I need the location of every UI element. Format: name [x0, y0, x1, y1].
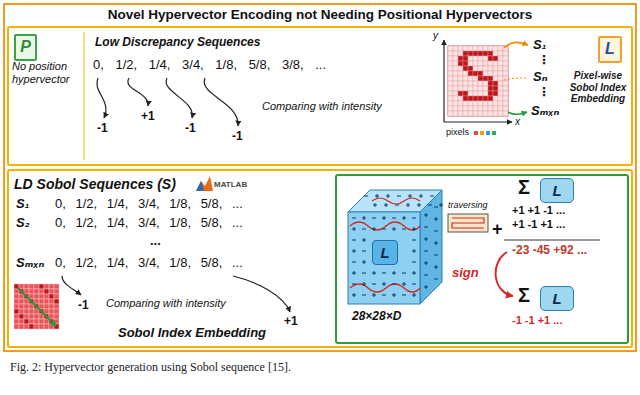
- axes: [444, 40, 512, 122]
- sequence-name: Sₘₓₙ: [531, 104, 559, 119]
- ellipsis-mark: ⋮: [538, 54, 550, 68]
- axis-label: y: [433, 30, 438, 42]
- section-heading: LD Sobol Sequences (S): [14, 176, 176, 192]
- pixel-grid: [448, 46, 508, 116]
- operation-note: Comparing with intensity: [262, 100, 382, 113]
- box-text: L: [605, 40, 615, 58]
- mapping-arrows: [97, 78, 238, 126]
- encoding-panel: [336, 175, 628, 343]
- traversing-icon: [448, 214, 488, 232]
- matlab-logo: [196, 176, 213, 191]
- sequence-values: 0, 1/2, 1/4, 3/4, 1/8, 5/8, ...: [55, 256, 243, 271]
- separator: [84, 32, 85, 160]
- traversal-arrow: [508, 112, 527, 114]
- sequence-values: 0, 1/2, 1/4, 3/4, 1/8, 5/8, ...: [55, 197, 243, 212]
- box-text: L: [552, 182, 561, 199]
- operation-note: Comparing with intensity: [106, 297, 226, 310]
- box-text: P: [20, 38, 31, 56]
- bit-value: +1: [141, 110, 155, 124]
- vector-values: -1 -1 +1 ...: [512, 314, 562, 327]
- mapping-arrows: [62, 276, 290, 312]
- bit-value: +1: [284, 315, 298, 329]
- traversal-arrow: [18, 288, 56, 326]
- hypervector-cube: [348, 190, 443, 304]
- sum-box: L: [540, 286, 574, 311]
- bit-value: -1: [78, 299, 89, 313]
- axis-label: x: [515, 116, 520, 128]
- plus-symbol: +: [492, 219, 503, 240]
- sequence-name: S₁: [16, 197, 29, 212]
- sum-box: L: [540, 178, 574, 203]
- vector-values: +1 +1 -1 ...: [512, 204, 565, 217]
- figure-caption: Fig. 2: Hypervector generation using Sob…: [10, 360, 291, 374]
- sign-arrow: [496, 252, 513, 296]
- sum-line: [504, 239, 600, 240]
- axis-caption: pixels: [446, 127, 469, 137]
- sequence-values: 0, 1/2, 1/4, 3/4, 1/8, 5/8, 3/8, ...: [93, 58, 326, 73]
- ellipsis-mark: ...: [150, 234, 161, 249]
- operation-note: traversing: [448, 200, 488, 210]
- traversal-arrow: [504, 42, 528, 48]
- dimension-label: 28×28×D: [352, 310, 401, 324]
- section-heading: Low Discrepancy Sequences: [95, 36, 260, 50]
- hypervector-box: L: [372, 240, 398, 265]
- logo-text: MATLAB: [214, 180, 247, 189]
- sequence-name: S₂: [16, 216, 30, 231]
- box-text: L: [552, 290, 561, 307]
- traversal-arrow: [504, 78, 528, 80]
- embedding-label: Pixel-wise Sobol Index Embedding: [568, 70, 628, 105]
- pixel-grid: [448, 46, 508, 116]
- bit-value: -1: [97, 122, 108, 136]
- sequence-name: Sₙ: [533, 70, 548, 85]
- bit-value: -1: [185, 122, 196, 136]
- sum-symbol: Σ: [518, 176, 530, 199]
- note-text: No position hypervector: [12, 60, 80, 85]
- box-text: Novel Hypervector Encoding not Needing P…: [108, 7, 533, 23]
- sum-symbol: Σ: [518, 284, 530, 307]
- sequence-name: S₁: [533, 38, 546, 53]
- position-box: P: [14, 34, 37, 61]
- vector-values: +1 -1 +1 ...: [512, 218, 565, 231]
- embedding-label: Sobol Index Embedding: [118, 326, 266, 341]
- operation-note: sign: [452, 266, 479, 281]
- pixel-grid: [14, 284, 59, 329]
- bit-value: -1: [232, 130, 243, 144]
- sum-values: -23 -45 +92 ...: [512, 244, 587, 258]
- box-text: L: [380, 244, 389, 261]
- top-panel: [8, 27, 632, 165]
- sequence-name: Sₘₓₙ: [16, 256, 44, 271]
- bottom-panel: [8, 170, 632, 347]
- embedding-box: L: [598, 36, 622, 63]
- sequence-values: 0, 1/2, 1/4, 3/4, 1/8, 5/8, ...: [55, 216, 243, 231]
- ellipsis-mark: ⋮: [538, 86, 550, 100]
- pixel-swatches: [474, 131, 496, 135]
